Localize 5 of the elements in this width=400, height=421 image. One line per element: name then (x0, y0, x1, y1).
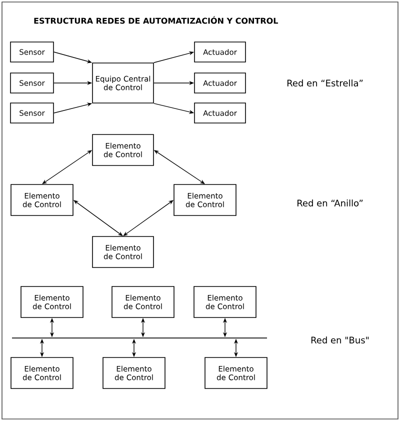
title: ESTRUCTURA REDES DE AUTOMATIZACIÓN Y CONTROL (34, 16, 278, 24)
network-label: Red en "Bus" (311, 336, 369, 344)
network-label: Red en “Estrella” (287, 80, 363, 86)
bus-line (12, 337, 267, 339)
network-label: Red en “Anillo” (298, 200, 363, 206)
